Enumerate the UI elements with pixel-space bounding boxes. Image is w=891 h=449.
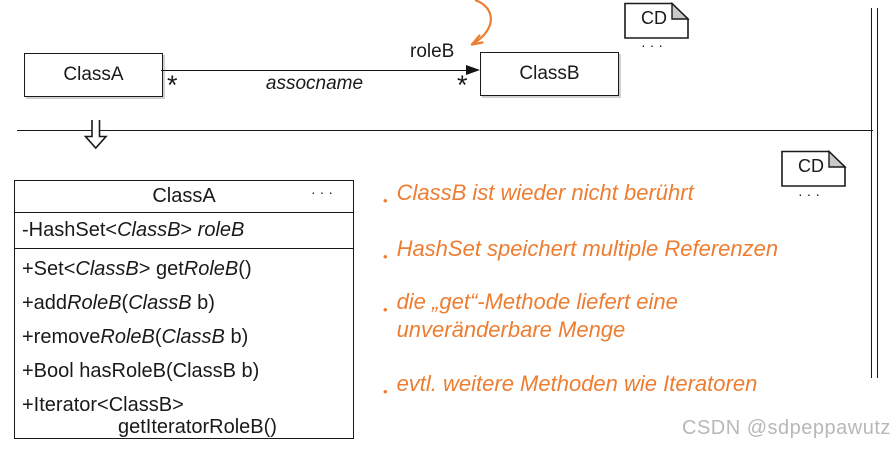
method-remove-role-b: +removeRoleB(ClassB b) [22,325,249,348]
note-text: ClassB ist wieder nicht berührt [396,180,694,205]
class-a-detail-box: ClassA ··· -HashSet<ClassB> roleB +Set<C… [14,180,354,439]
method-get-iterator-role-b: +Iterator<ClassB>getIteratorRoleB() [22,394,277,438]
class-a-methods-compartment: +Set<ClassB> getRoleB() +addRoleB(ClassB… [15,249,353,438]
note-text: evtl. weitere Methoden wie Iteratoren [396,371,758,396]
multiplicity-a: * [167,70,178,100]
cd-note-dots: ··· [798,186,824,202]
note-more-methods-iterators: • evtl. weitere Methoden wie Iteratoren [383,370,757,406]
association-name-label: assocname [265,73,364,94]
class-a-detail-title: ClassA [152,185,216,207]
note-classb-untouched: • ClassB ist wieder nicht berührt [383,179,694,215]
multiplicity-b: * [457,70,468,100]
role-b-label: roleB [410,41,455,62]
class-a-detail-dots: ··· [311,184,337,200]
association-line [161,70,468,71]
uml-class-a-label: ClassA [63,64,124,85]
association-arrowhead-icon [466,65,480,75]
orange-curved-arrow-icon [470,0,492,46]
bullet-icon: • [383,384,388,399]
note-text: HashSet speichert multiple Referenzen [396,236,779,261]
slide-edge-double-line [871,8,878,378]
cd-note-label: CD [641,8,667,28]
implication-arrow-icon [83,120,108,150]
uml-class-a-box: ClassA [24,53,163,97]
method-get-role-b: +Set<ClassB> getRoleB() [22,257,252,280]
cd-note-dots: ··· [641,37,667,53]
bullet-icon: • [383,249,388,264]
method-add-role-b: +addRoleB(ClassB b) [22,291,215,314]
cd-note-icon [781,150,847,187]
method-has-role-b: +Bool hasRoleB(ClassB b) [22,359,260,382]
bullet-icon: • [383,302,388,317]
note-hashset-references: • HashSet speichert multiple Referenzen [383,235,778,271]
uml-class-b-box: ClassB [480,52,619,96]
watermark: CSDN @sdpeppawutz [682,417,891,439]
bullet-icon: • [383,193,388,208]
uml-class-b-label: ClassB [519,63,580,84]
class-a-detail-title-row: ClassA ··· [15,181,353,213]
cd-note-label: CD [798,156,824,176]
cd-note-icon [624,2,690,39]
class-a-attribute-row: -HashSet<ClassB> roleB [15,213,353,249]
separator-line [17,130,873,131]
